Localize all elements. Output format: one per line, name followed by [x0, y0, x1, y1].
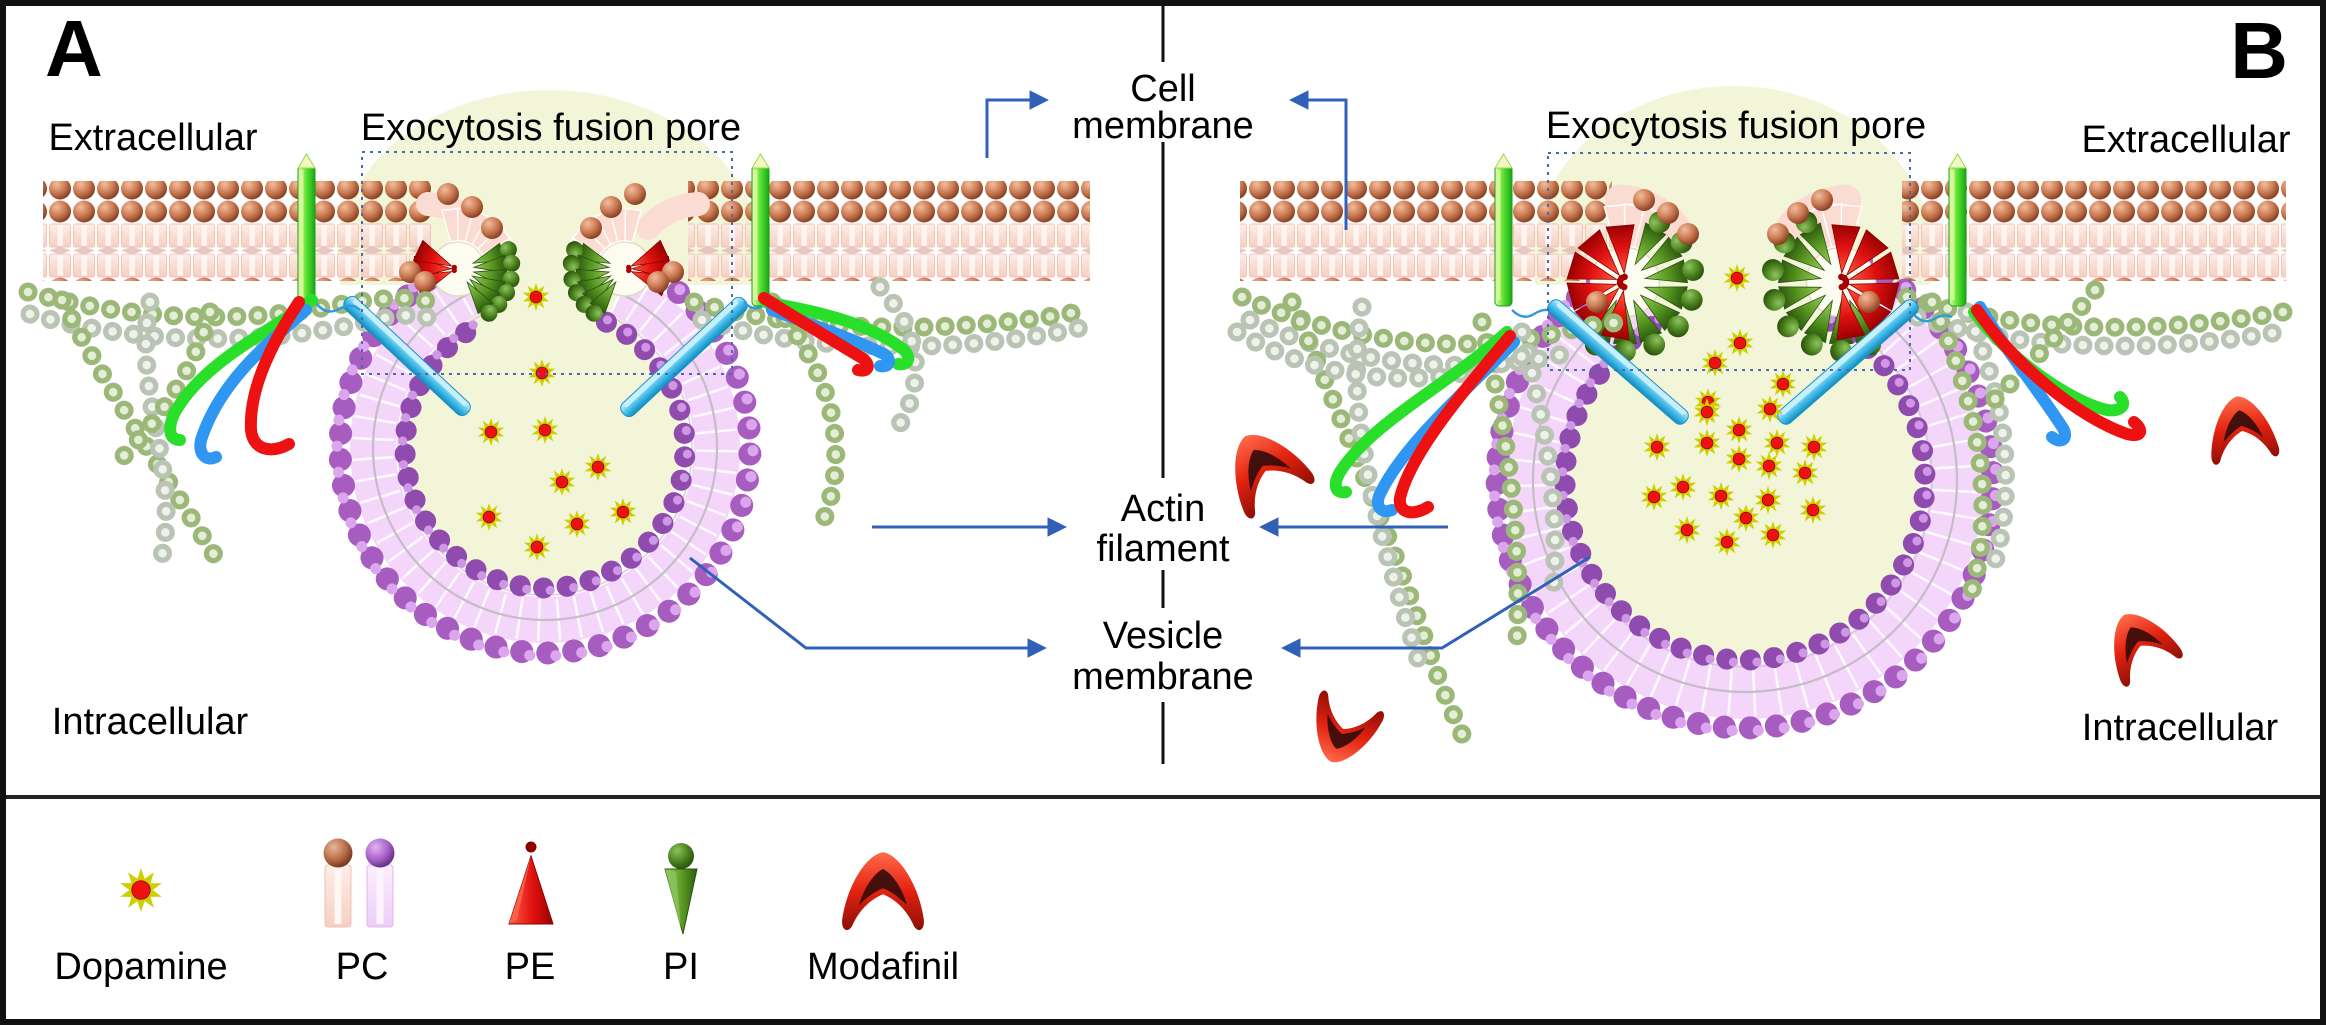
- dopamine-star-icon: [1693, 398, 1721, 426]
- vesicle-membrane-arrow-left: [689, 556, 1047, 658]
- membrane-proteins: [297, 153, 1967, 425]
- dopamine-star-icon: [531, 416, 559, 444]
- fusion-pore-dotted-box-a: [361, 151, 733, 375]
- fusion-pore-dotted-box-b: [1547, 152, 1911, 371]
- dopamine-star-icon: [1800, 433, 1828, 461]
- dopamine-star-icon: [1693, 429, 1721, 457]
- dopamine-star-icon: [1707, 482, 1735, 510]
- legend-label-pc: PC: [336, 946, 389, 988]
- fusion-pore-curls: [399, 183, 1900, 363]
- dopamine-star-icon: [475, 503, 503, 531]
- panel-b-letter: B: [2230, 6, 2288, 95]
- center-annotations: Cell membrane Actin filament Vesicle mem…: [1072, 68, 1254, 698]
- pi-cone-icon: [664, 843, 698, 935]
- legend-labels: Dopamine PC PE PI Modafinil: [54, 946, 959, 988]
- modafinil-chevron-icon: [2211, 396, 2280, 465]
- dopamine-star-icon: [1640, 483, 1668, 511]
- dopamine-star-icon: [477, 418, 505, 446]
- dopamine-molecules: [475, 264, 1828, 561]
- dopamine-star-icon: [522, 283, 550, 311]
- modafinil-molecules: [1235, 396, 2280, 763]
- vesicle-membrane-label-line2: membrane: [1072, 656, 1254, 698]
- dopamine-star-icon: [1799, 496, 1827, 524]
- dopamine-star-icon: [1769, 370, 1797, 398]
- dopamine-star-icon: [120, 868, 162, 912]
- cell-membrane-arrow-right: [1289, 90, 1348, 230]
- dopamine-star-icon: [1763, 429, 1791, 457]
- panel-a-letter: A: [45, 4, 103, 93]
- pc-lipid-icon: [323, 838, 395, 928]
- dopamine-star-icon: [563, 510, 591, 538]
- dopamine-star-icon: [1755, 452, 1783, 480]
- modafinil-chevron-icon: [1316, 690, 1384, 763]
- panel-b-intracellular-label: Intracellular: [2082, 707, 2279, 749]
- cell-membrane-arrow-left: [985, 90, 1049, 158]
- dopamine-star-icon: [548, 468, 576, 496]
- panel-b-pore-title: Exocytosis fusion pore: [1546, 105, 1926, 147]
- dopamine-star-icon: [1754, 486, 1782, 514]
- dopamine-star-icon: [1725, 416, 1753, 444]
- vesicle-membrane-label-line1: Vesicle: [1103, 615, 1223, 657]
- dopamine-star-icon: [1643, 433, 1671, 461]
- legend-icons: [120, 838, 924, 935]
- dopamine-star-icon: [1756, 395, 1784, 423]
- panel-a-intracellular-label: Intracellular: [52, 701, 249, 743]
- panel-b-extracellular-label: Extracellular: [2081, 119, 2290, 161]
- legend-label-pi: PI: [663, 946, 699, 988]
- snare-ribbons: [164, 292, 2147, 519]
- dopamine-star-icon: [1669, 473, 1697, 501]
- dopamine-star-icon: [1726, 329, 1754, 357]
- legend-label-modafinil: Modafinil: [807, 946, 959, 988]
- dopamine-star-icon: [528, 359, 556, 387]
- actin-filament-label-line1: Actin: [1121, 488, 1205, 530]
- cell-membrane-label-line1: Cell: [1130, 68, 1195, 110]
- dopamine-star-icon: [1713, 528, 1741, 556]
- dopamine-star-icon: [609, 498, 637, 526]
- panel-a-pore-title: Exocytosis fusion pore: [361, 107, 741, 149]
- dopamine-star-icon: [1725, 445, 1753, 473]
- dopamine-star-icon: [1732, 504, 1760, 532]
- dopamine-star-icon: [523, 533, 551, 561]
- modafinil-chevron-icon: [842, 852, 924, 931]
- dopamine-star-icon: [1791, 459, 1819, 487]
- legend-label-dopamine: Dopamine: [54, 946, 227, 988]
- pe-cone-icon: [508, 841, 554, 925]
- cell-membrane-label-line2: membrane: [1072, 105, 1254, 147]
- dopamine-star-icon: [1673, 516, 1701, 544]
- vesicle-membrane-arrow-right: [1281, 555, 1591, 658]
- annotation-arrows: [689, 90, 1591, 658]
- modafinil-chevron-icon: [2114, 614, 2183, 687]
- dopamine-star-icon: [1723, 264, 1751, 292]
- dopamine-star-icon: [1759, 521, 1787, 549]
- legend-label-pe: PE: [505, 946, 556, 988]
- modafinil-chevron-icon: [1235, 434, 1315, 519]
- dopamine-star-icon: [584, 453, 612, 481]
- panel-a-extracellular-label: Extracellular: [48, 117, 257, 159]
- actin-filament-label-line2: filament: [1096, 528, 1229, 570]
